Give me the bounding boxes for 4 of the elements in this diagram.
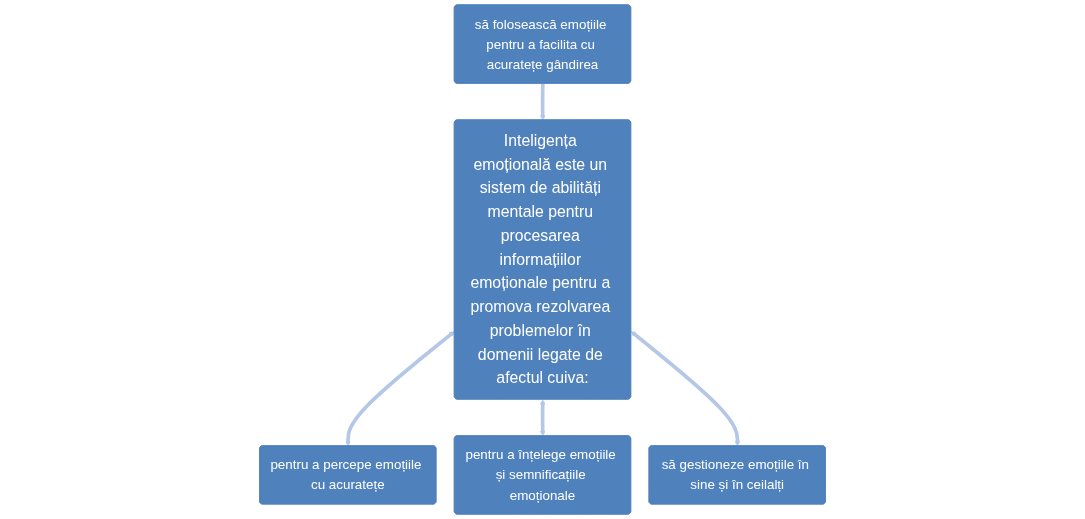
arrow [345, 331, 455, 447]
arrow [540, 83, 546, 121]
arrow [540, 399, 546, 437]
arrow [630, 331, 741, 447]
